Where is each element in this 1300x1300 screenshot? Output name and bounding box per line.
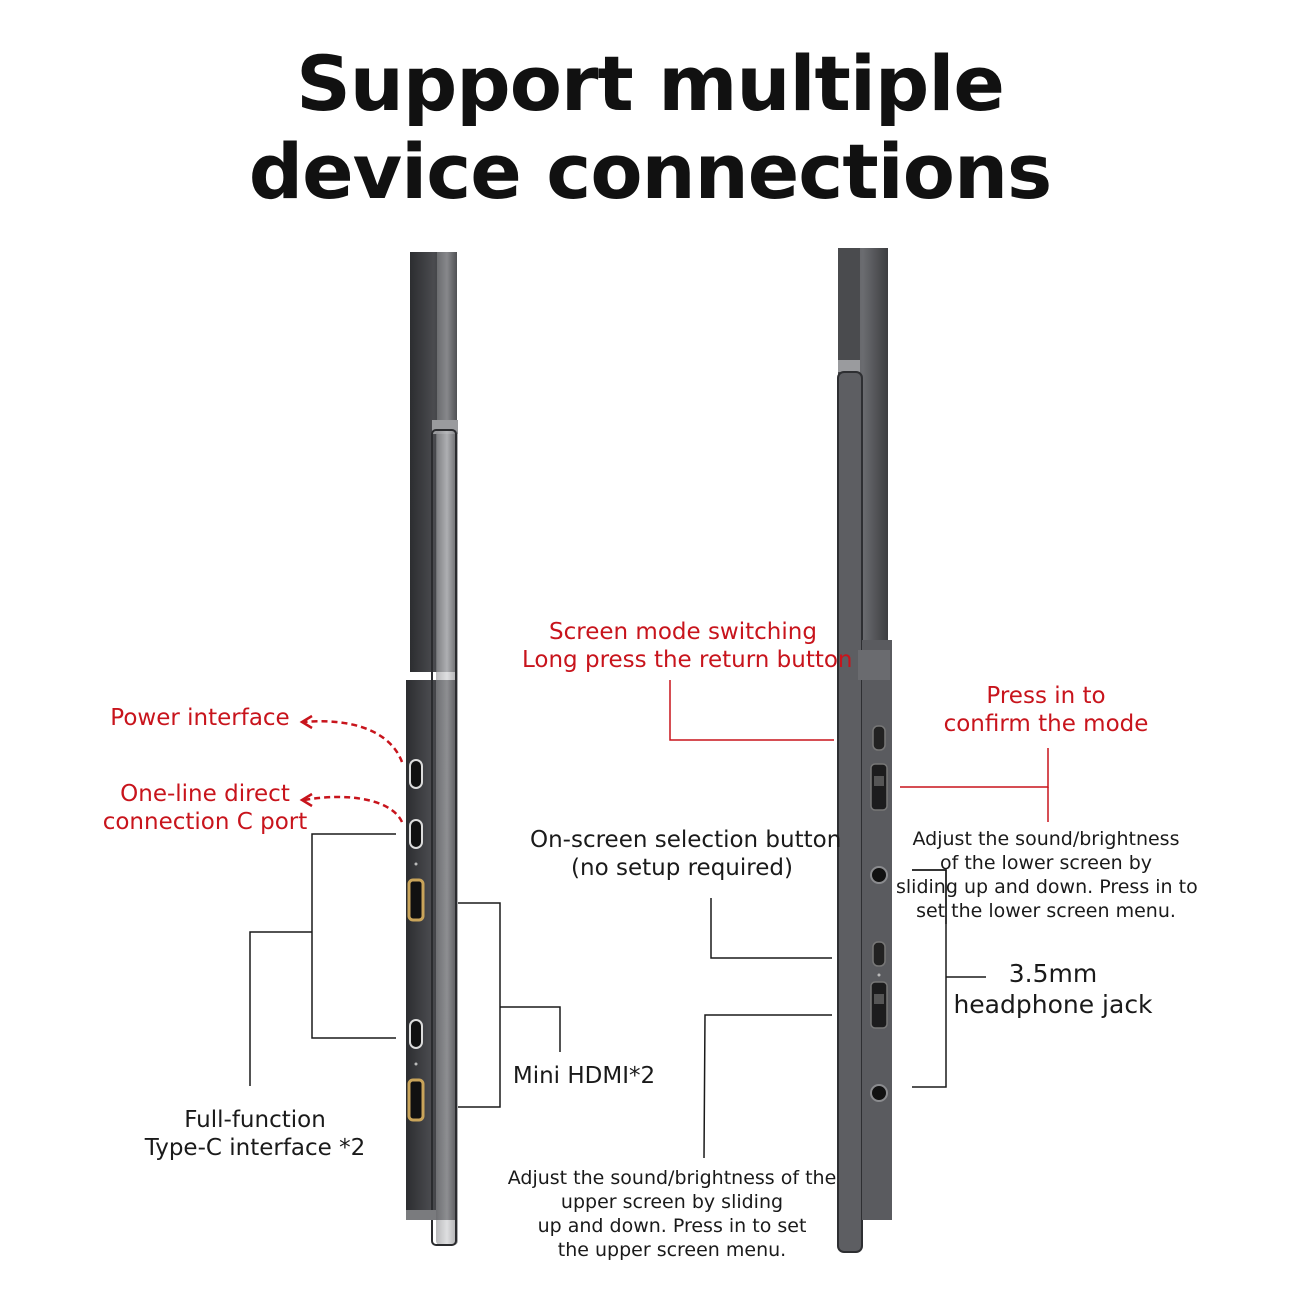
- title-line-2: device connections: [248, 127, 1053, 216]
- press-in-leader: [900, 748, 1049, 788]
- onscreen-selection-line-1: On-screen selection button: [530, 827, 842, 853]
- one-line-c-port-label: One-line direct connection C port: [96, 780, 314, 836]
- title-line-1: Support multiple: [296, 39, 1005, 128]
- one-line-c-port-line-2: connection C port: [102, 809, 308, 835]
- headphone-jack-line-1: 3.5mm: [1008, 959, 1098, 988]
- adjust-upper-label: Adjust the sound/brightness of the upper…: [506, 1166, 838, 1262]
- right-mode-button: [872, 725, 886, 751]
- left-leader-lines: [249, 714, 561, 1108]
- screen-mode-switching-line-2: Long press the return button: [522, 647, 853, 673]
- page-title: Support multiple device connections: [0, 40, 1300, 216]
- adjust-lower-line-1: Adjust the sound/brightness: [912, 828, 1180, 850]
- adjust-lower-line-4: set the lower screen menu.: [916, 900, 1176, 922]
- upper-adjust-leader: [703, 1014, 832, 1159]
- mini-hdmi-label: Mini HDMI*2: [500, 1062, 668, 1090]
- press-in-confirm-label: Press in to confirm the mode: [940, 682, 1152, 738]
- screen-mode-switching-line-1: Screen mode switching: [549, 619, 817, 645]
- adjust-lower-line-2: of the lower screen by: [939, 852, 1153, 874]
- right-headphone-jack-1: [870, 866, 888, 884]
- press-in-confirm-line-2: confirm the mode: [943, 711, 1149, 737]
- hdmi-bracket: [458, 902, 561, 1108]
- onscreen-selection-label: On-screen selection button (no setup req…: [530, 826, 842, 882]
- headphone-jack-line-2: headphone jack: [953, 990, 1153, 1019]
- full-function-typec-line-1: Full-function: [184, 1107, 326, 1133]
- typec-bracket: [249, 833, 396, 1086]
- screen-mode-switching-label: Screen mode switching Long press the ret…: [522, 618, 853, 674]
- power-interface-label: Power interface: [92, 704, 308, 732]
- left-port-usb-c-3: [409, 1019, 423, 1066]
- right-leader-lines: [669, 680, 1049, 1159]
- full-function-typec-line-2: Type-C interface *2: [144, 1135, 366, 1161]
- screen-mode-leader: [669, 680, 834, 741]
- right-upper-joystick: [870, 981, 888, 1029]
- onscreen-selection-line-2: (no setup required): [571, 855, 793, 881]
- power-interface-text: Power interface: [110, 705, 290, 731]
- right-selection-button: [872, 941, 886, 977]
- left-port-mini-hdmi-2: [407, 1078, 425, 1122]
- power-interface-arrow: [303, 720, 404, 763]
- selection-leader: [710, 898, 832, 959]
- adjust-upper-line-4: the upper screen menu.: [557, 1239, 787, 1261]
- press-in-confirm-line-1: Press in to: [986, 683, 1106, 709]
- left-port-usb-c-1: [409, 759, 423, 789]
- left-port-usb-c-2: [409, 819, 423, 866]
- one-line-c-port-line-1: One-line direct: [120, 781, 290, 807]
- right-headphone-jack-2: [870, 1084, 888, 1102]
- adjust-upper-line-3: up and down. Press in to set: [537, 1215, 807, 1237]
- headphone-jack-label: 3.5mm headphone jack: [950, 958, 1156, 1020]
- left-port-mini-hdmi-1: [407, 878, 425, 922]
- adjust-upper-line-1: Adjust the sound/brightness of the: [507, 1167, 837, 1189]
- adjust-lower-label: Adjust the sound/brightness of the lower…: [896, 827, 1198, 923]
- full-function-typec-label: Full-function Type-C interface *2: [140, 1106, 370, 1162]
- left-device: [406, 252, 458, 1246]
- adjust-upper-line-2: upper screen by sliding: [560, 1191, 784, 1213]
- mini-hdmi-text: Mini HDMI*2: [512, 1063, 656, 1089]
- adjust-lower-line-3: sliding up and down. Press in to: [896, 876, 1198, 898]
- c-port-arrow: [303, 795, 404, 823]
- right-device: [837, 248, 892, 1253]
- right-lower-joystick: [870, 763, 888, 811]
- headphone-bracket: [912, 869, 986, 1088]
